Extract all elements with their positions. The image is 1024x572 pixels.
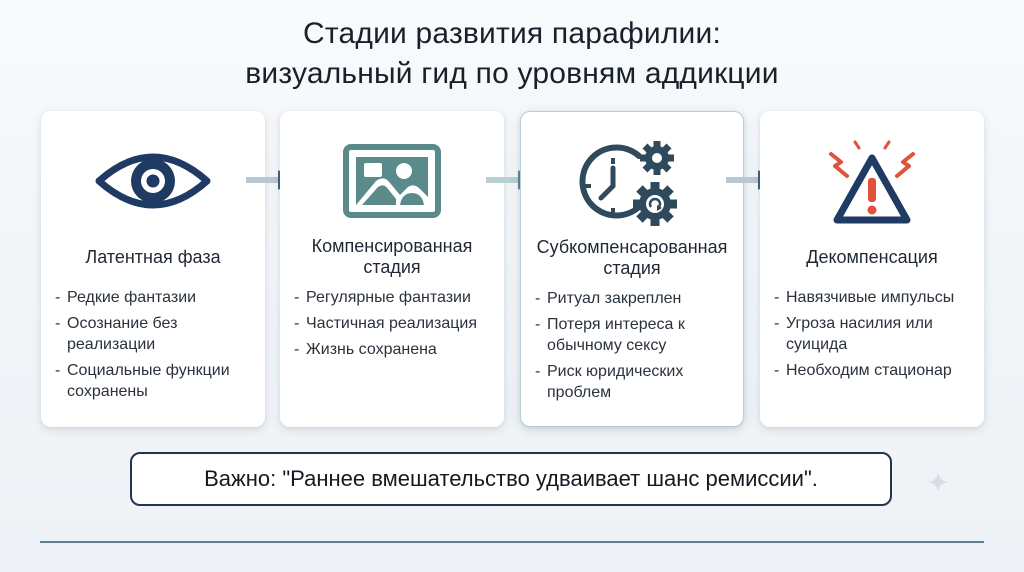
sparkle-icon — [928, 472, 948, 492]
list-item: Жизнь сохранена — [294, 339, 494, 360]
stage-list: Регулярные фантазии Частичная реализация… — [294, 287, 494, 365]
stage-list: Ритуал закреплен Потеря интереса к обычн… — [535, 288, 733, 408]
list-item: Потеря интереса к обычному сексу — [535, 314, 733, 356]
warning-icon — [760, 131, 984, 231]
list-item: Угроза насилия или суицида — [774, 313, 974, 355]
list-item: Осознание без реализации — [55, 313, 255, 355]
list-item: Социальные функции сохранены — [55, 360, 255, 402]
list-item: Необходим стационар — [774, 360, 974, 381]
stage-title: Латентная фаза — [85, 246, 221, 267]
stage-title: Компенсированная стадия — [311, 236, 473, 277]
eye-icon — [41, 131, 265, 231]
stage-card-decompensation: Декомпенсация Навязчивые импульсы Угроза… — [760, 111, 984, 427]
stage-list: Редкие фантазии Осознание без реализации… — [55, 287, 255, 407]
title-line-1: Стадии развития парафилии: — [303, 17, 721, 50]
list-item: Риск юридических проблем — [535, 361, 733, 403]
stage-title: Декомпенсация — [806, 246, 938, 267]
stage-card-subcompensated: Субкомпенсарованная стадия Ритуал закреп… — [520, 111, 744, 427]
stage-list: Навязчивые импульсы Угроза насилия или с… — [774, 287, 974, 386]
stage-card-latent: Латентная фаза Редкие фантазии Осознание… — [41, 111, 265, 427]
list-item: Навязчивые импульсы — [774, 287, 974, 308]
stage-title: Субкомпенсарованная стадия — [536, 237, 728, 278]
title-line-2: визуальный гид по уровням аддикции — [245, 57, 779, 90]
list-item: Регулярные фантазии — [294, 287, 494, 308]
list-item: Редкие фантазии — [55, 287, 255, 308]
clock-gears-icon — [521, 132, 743, 232]
important-note: Важно: "Раннее вмешательство удваивает ш… — [130, 452, 892, 506]
picture-icon — [280, 131, 504, 231]
list-item: Частичная реализация — [294, 313, 494, 334]
stage-card-compensated: Компенсированная стадия Регулярные фанта… — [280, 111, 504, 427]
list-item: Ритуал закреплен — [535, 288, 733, 309]
page-title: Стадии развития парафилии: визуальный ги… — [0, 14, 1024, 94]
footer-divider — [40, 541, 984, 543]
